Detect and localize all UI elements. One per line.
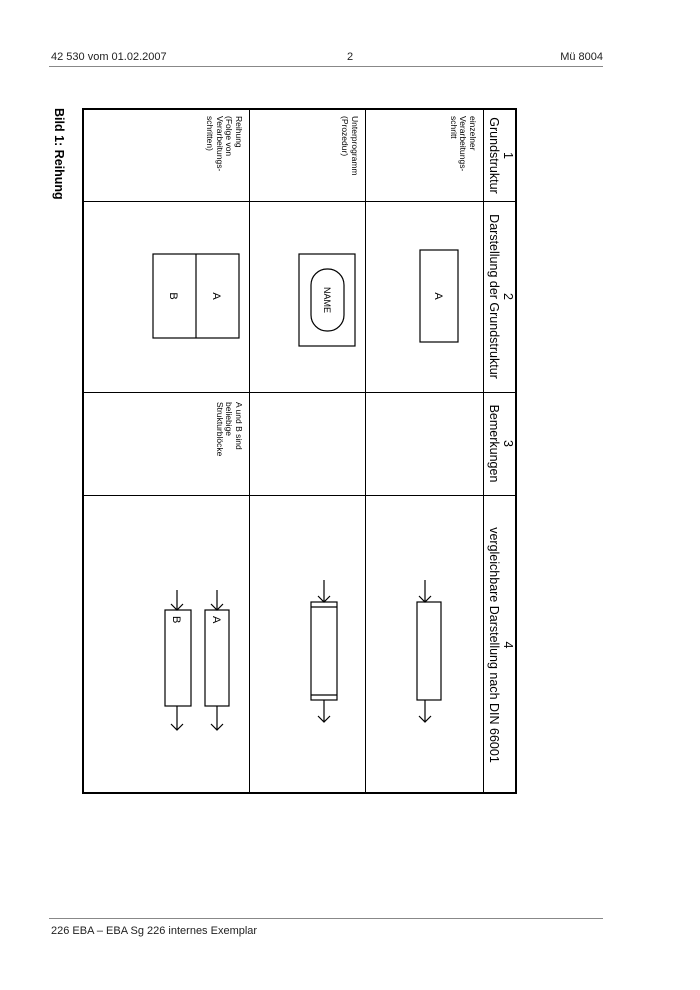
footer-rule [49,918,603,919]
subroutine-name-oval [310,268,345,332]
arrow-icon [418,715,432,723]
process-label-b: B [170,616,182,623]
process-box-b [164,609,192,707]
subroutine-block [298,253,356,347]
figure-table-container: 1 Grundstruktur 2 Darstellung der Grunds… [82,108,517,794]
predefined-process-box [310,601,338,701]
footer-text: 226 EBA – EBA Sg 226 internes Exemplar [51,925,258,937]
subroutine-name-label: NAME [322,287,332,313]
sequence-label-a: A [210,292,222,300]
block-a-label: A [432,292,444,300]
figure-caption-text: Bild 1: Reihung [52,108,66,200]
block-a-nassi [419,249,459,343]
header-reference: Mü 8004 [560,51,603,63]
figure-caption: Bild 1: Reihung [36,108,76,218]
process-label-a: A [210,616,222,624]
header-rule [49,66,603,67]
process-box [416,601,442,701]
structure-table: 1 Grundstruktur 2 Darstellung der Grunds… [82,108,517,794]
arrow-icon [210,723,224,731]
structure-drawings: A NAME A B [152,249,459,731]
sequence-label-b: B [167,292,179,299]
header-page-number: 2 [346,51,354,63]
arrow-icon [317,715,331,723]
process-box-a [204,609,230,707]
arrow-icon [170,723,184,731]
header-document-number: 42 530 vom 01.02.2007 [51,51,167,63]
figure-table-rotated: 1 Grundstruktur 2 Darstellung der Grunds… [82,108,517,794]
